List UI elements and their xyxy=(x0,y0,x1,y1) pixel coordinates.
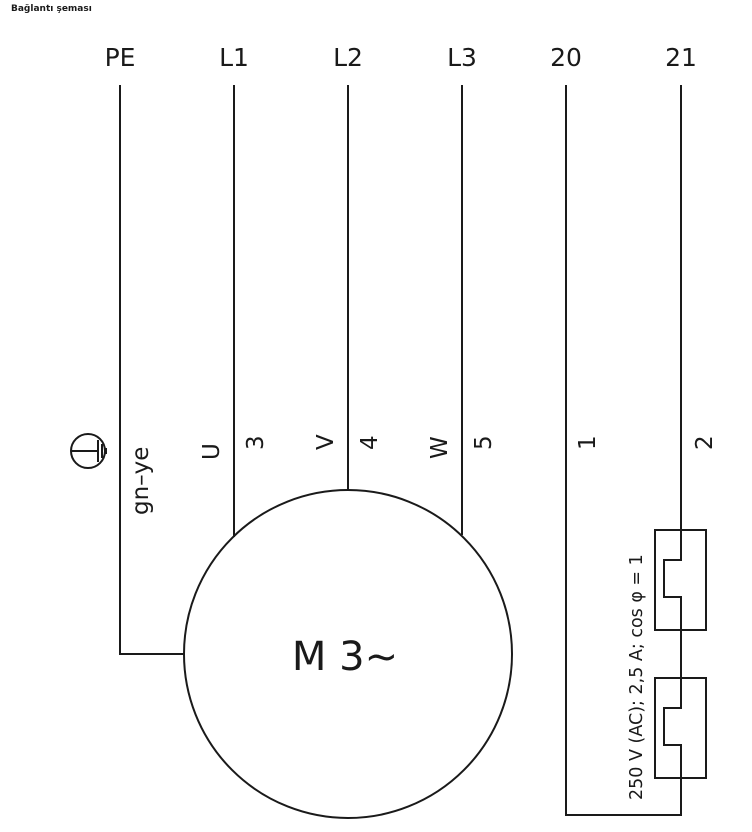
terminal-l3-label: L3 xyxy=(447,43,477,72)
motor-circle xyxy=(183,489,513,819)
thermal-contact-rating: 250 V (AC); 2,5 A; cos φ = 1 xyxy=(627,554,647,800)
u-number: 3 xyxy=(243,435,269,450)
w-label: W xyxy=(427,436,453,459)
w-number: 5 xyxy=(471,435,497,450)
terminal-pe-label: PE xyxy=(105,43,136,72)
pe-wire xyxy=(119,85,184,655)
thermo-wire-1-label: 1 xyxy=(575,435,601,450)
motor-label: M 3~ xyxy=(292,634,398,680)
pe-wire-color-label: gn–ye xyxy=(128,447,154,515)
v-number: 4 xyxy=(357,435,383,450)
v-label: V xyxy=(313,434,339,450)
terminal-l1-label: L1 xyxy=(219,43,249,72)
thermal-contact-lower xyxy=(654,677,707,779)
u-label: U xyxy=(199,443,225,460)
thermal-contact-upper xyxy=(654,529,707,631)
terminal-21-label: 21 xyxy=(665,43,697,72)
terminal-20-label: 20 xyxy=(550,43,582,72)
protective-earth-icon xyxy=(70,433,107,469)
thermo-wire-2-label: 2 xyxy=(692,435,718,450)
page-title: Bağlantı şeması xyxy=(11,4,92,14)
thermo-wire-20 xyxy=(565,85,682,816)
terminal-l2-label: L2 xyxy=(333,43,363,72)
